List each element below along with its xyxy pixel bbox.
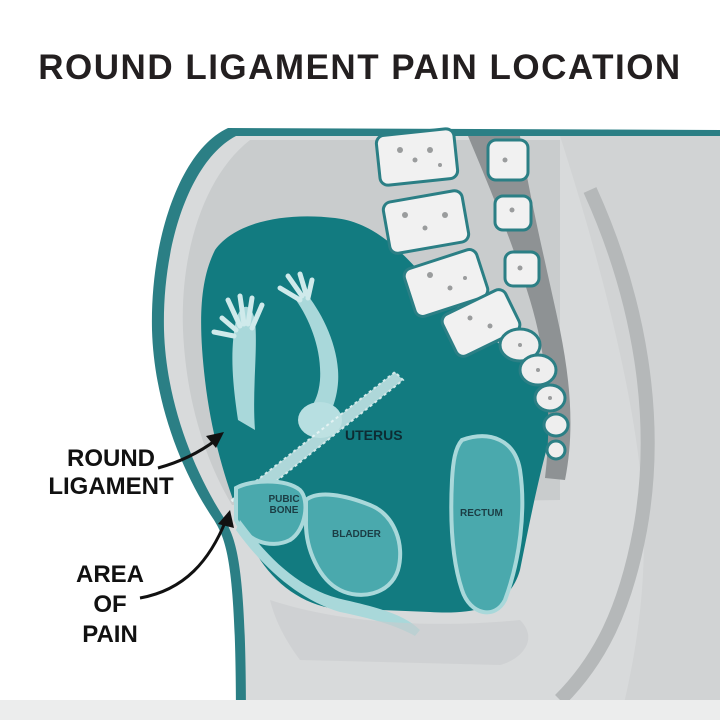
back-region [560, 136, 720, 720]
area-of-pain-label-line: AREA [75, 561, 144, 588]
round-ligament-arrowhead [206, 432, 224, 448]
round-ligament-label-line: ROUND [67, 445, 155, 472]
area-of-pain-label: AREA OF PAIN [55, 560, 165, 650]
pubic-bone-label: PUBIC BONE [264, 494, 304, 516]
uterus-label: UTERUS [345, 427, 403, 443]
area-of-pain-arrow [139, 519, 228, 600]
page-title: ROUND LIGAMENT PAIN LOCATION [38, 48, 682, 87]
vertebra [440, 288, 522, 358]
bladder-label: BLADDER [332, 529, 381, 540]
bladder [303, 492, 403, 597]
rectum [449, 434, 525, 615]
back-contour [555, 187, 655, 705]
area-of-pain-label-line: PAIN [82, 621, 138, 648]
round-ligament-arrow [157, 438, 217, 470]
pubic-bone-label-line: PUBIC [268, 494, 300, 505]
pelvic-base [270, 600, 529, 665]
bottom-fade [0, 700, 720, 720]
vertebral-column [374, 127, 541, 358]
vertebra [381, 189, 471, 255]
fallopian-tube-right [296, 292, 339, 430]
bone-texture [397, 147, 552, 400]
fallopian-tube-left [232, 306, 256, 430]
vertebra [493, 194, 533, 232]
vertebra [374, 127, 460, 187]
pubic-bone-label-line: BONE [269, 505, 299, 516]
round-ligament-label-line: LIGAMENT [48, 473, 174, 500]
sacral-segment [542, 412, 570, 438]
vertebra [486, 138, 530, 182]
fimbriae-left [211, 293, 265, 339]
rectum-label: RECTUM [460, 508, 503, 519]
vertebra [402, 248, 490, 318]
sacral-segment [545, 439, 567, 461]
fimbriae-right [277, 271, 315, 303]
round-ligament-label: ROUND LIGAMENT [36, 445, 186, 501]
area-of-pain-label-line: OF [93, 591, 127, 618]
area-of-pain-arrowhead [218, 510, 234, 528]
round-ligament-band [230, 370, 405, 512]
